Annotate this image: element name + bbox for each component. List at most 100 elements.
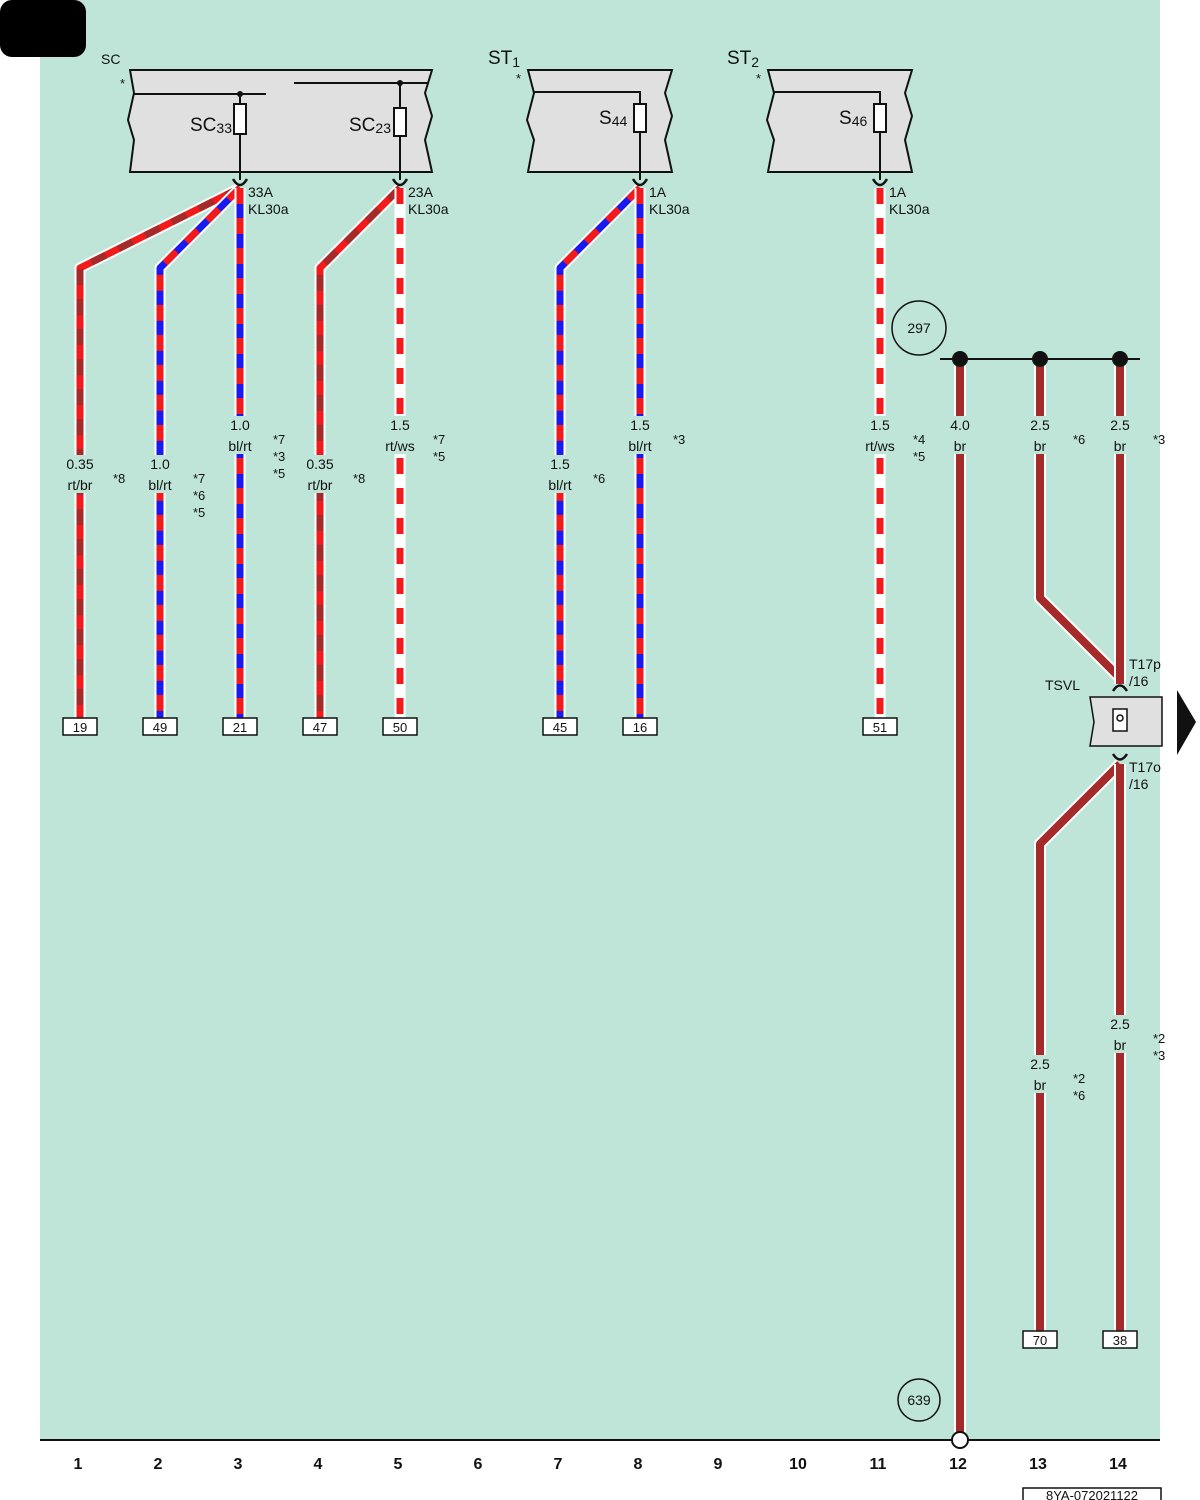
sc23-label: SC23 — [349, 115, 391, 136]
sc23-kl: KL30a — [408, 201, 449, 217]
wire-note: *3 — [673, 432, 685, 447]
continue-right-arrow-icon[interactable] — [1177, 690, 1196, 755]
splice-node-12 — [952, 351, 968, 367]
wire-note: *6 — [593, 471, 605, 486]
terminal-number: 19 — [73, 720, 87, 735]
wire-note: *7 — [273, 432, 285, 447]
wire-color-code: bl/rt — [548, 477, 571, 493]
sc33-junction — [237, 91, 243, 97]
sc23-fuse-icon — [393, 107, 407, 137]
terminal-box — [302, 717, 338, 736]
sc33-rating: 33A — [248, 184, 274, 200]
wire-gauge: 2.5 — [1030, 1056, 1050, 1072]
wire-gauge: 1.5 — [630, 417, 650, 433]
st2-asterisk: * — [756, 71, 761, 86]
wire-color-code: rt/br — [68, 477, 93, 493]
wire-gauge: 1.5 — [390, 417, 410, 433]
sc23-rating: 23A — [408, 184, 434, 200]
wire-color-code: rt/br — [308, 477, 333, 493]
terminal-box — [862, 717, 898, 736]
wire-label-bg — [1014, 416, 1066, 454]
wire-color-code: br — [1114, 438, 1127, 454]
wire-note: *3 — [1153, 1048, 1165, 1063]
tsvl-connector-pin-icon — [1116, 714, 1124, 722]
wire-label-bg — [934, 416, 986, 454]
wire-label-bg — [214, 416, 266, 454]
terminal-box — [62, 717, 98, 736]
wire-4-stripe — [316, 185, 403, 718]
wire-color-code: br — [1114, 1037, 1127, 1053]
terminal-box — [1022, 1330, 1058, 1349]
s46-fuse-icon — [873, 103, 887, 133]
s46-rating: 1A — [889, 184, 907, 200]
s44-fuse-icon — [633, 103, 647, 133]
wire-color-code: bl/rt — [228, 438, 251, 454]
terminal-number: 51 — [873, 720, 887, 735]
wire-label-bg — [1094, 416, 1146, 454]
wire-gauge: 0.35 — [306, 456, 333, 472]
splice-node-14 — [1112, 351, 1128, 367]
tsvl-connector-icon — [1112, 708, 1128, 732]
terminal-number: 50 — [393, 720, 407, 735]
terminal-number: 47 — [313, 720, 327, 735]
wire-color-code: br — [1034, 438, 1047, 454]
terminal-number: 21 — [233, 720, 247, 735]
wire-label-bg — [854, 416, 906, 454]
wire-label-bg — [294, 455, 346, 493]
wire-gauge: 1.0 — [150, 456, 170, 472]
reference-639-circle — [897, 1378, 941, 1422]
terminal-number: 45 — [553, 720, 567, 735]
wire-note: *2 — [1073, 1071, 1085, 1086]
wire-note: *5 — [273, 466, 285, 481]
reference-639: 639 — [907, 1392, 931, 1408]
column-number: 1 — [74, 1456, 83, 1473]
wire-color-code: rt/ws — [385, 438, 415, 454]
terminal-number: 38 — [1113, 1333, 1127, 1348]
s44-kl: KL30a — [649, 201, 690, 217]
terminal-box — [142, 717, 178, 736]
sc23-junction — [397, 80, 403, 86]
t17o-label: T17o — [1129, 759, 1161, 775]
t17p-terminal-icon — [1111, 684, 1129, 692]
wire-label-bg — [374, 416, 426, 454]
column-number: 3 — [234, 1456, 243, 1473]
column-number: 2 — [154, 1456, 163, 1473]
reference-297: 297 — [907, 320, 931, 336]
sc23-terminal-icon — [391, 178, 409, 187]
sc33-label: SC33 — [190, 115, 232, 136]
s44-terminal-icon — [631, 178, 649, 187]
wire-note: *8 — [113, 471, 125, 486]
wire-color-code: br — [1034, 1077, 1047, 1093]
column-number: 9 — [714, 1456, 723, 1473]
s46-kl: KL30a — [889, 201, 930, 217]
wire-harness — [74, 183, 1126, 1432]
wire-label-bg — [534, 455, 586, 493]
wire-note: *5 — [913, 449, 925, 464]
wire-gauge: 2.5 — [1110, 1016, 1130, 1032]
wire-note: *6 — [1073, 1088, 1085, 1103]
page-tab-marker — [0, 0, 86, 57]
wire-note: *2 — [1153, 1031, 1165, 1046]
st2-fuse-holder — [765, 69, 914, 173]
column-number: 8 — [634, 1456, 643, 1473]
terminal-box — [1102, 1330, 1138, 1349]
footer-code-box — [1022, 1487, 1162, 1500]
wire-gauge: 1.5 — [870, 417, 890, 433]
wire-color-code: br — [954, 438, 967, 454]
wire-color-code: bl/rt — [628, 438, 651, 454]
wire-gauge: 1.5 — [550, 456, 570, 472]
wire-1 — [76, 184, 242, 718]
splice-node-13 — [1032, 351, 1048, 367]
column-number: 4 — [314, 1456, 323, 1473]
terminal-box — [622, 717, 658, 736]
s44-rating: 1A — [649, 184, 667, 200]
st2-label: ST2 — [727, 48, 759, 70]
s44-label: S44 — [599, 108, 627, 129]
wire-note: *8 — [353, 471, 365, 486]
wire-gauge: 4.0 — [950, 417, 970, 433]
wire-note: *6 — [1073, 432, 1085, 447]
s46-busbar — [774, 91, 881, 104]
wire-color-code: bl/rt — [148, 477, 171, 493]
terminal-box — [382, 717, 418, 736]
